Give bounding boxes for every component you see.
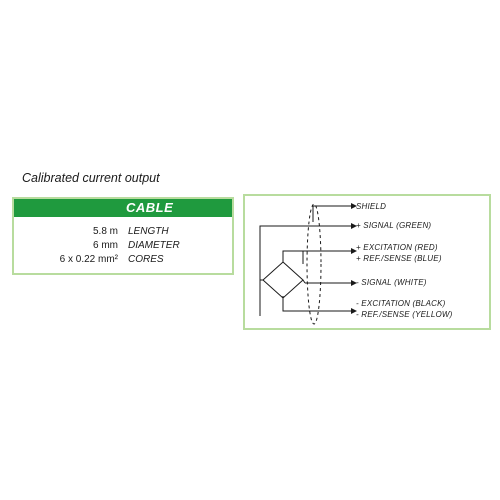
wiring-schematic xyxy=(259,203,357,325)
wire-label-excitation-plus: + EXCITATION (RED) xyxy=(356,243,438,252)
excitation-minus-wire xyxy=(282,296,351,312)
cable-label-diameter: DIAMETER xyxy=(128,240,180,251)
cable-label-length: LENGTH xyxy=(128,226,169,237)
cable-shield-ellipse xyxy=(306,203,322,325)
arrow-icon xyxy=(351,203,357,209)
cable-header-label: CABLE xyxy=(126,200,174,215)
wire-label-excitation-minus: - EXCITATION (BLACK) xyxy=(356,299,446,308)
cable-labels: LENGTH DIAMETER CORES xyxy=(128,225,180,267)
wire-label-ref-sense-minus: - REF./SENSE (YELLOW) xyxy=(356,310,453,319)
arrow-icon xyxy=(351,223,357,229)
signal-plus-wire xyxy=(259,225,351,316)
arrow-icon xyxy=(351,280,357,286)
wire-label-signal-minus: - SIGNAL (WHITE) xyxy=(356,278,427,287)
wire-label-shield: SHIELD xyxy=(356,202,387,211)
wire-label-signal-plus: + SIGNAL (GREEN) xyxy=(356,221,432,230)
bridge-circuit xyxy=(262,261,304,299)
cable-label-cores: CORES xyxy=(128,254,164,265)
arrow-icon xyxy=(351,248,357,254)
excitation-plus-wire xyxy=(282,250,351,262)
cable-spec-table: CABLE 5.8 m 6 mm 6 x 0.22 mm² LENGTH DIA… xyxy=(12,197,234,275)
shield-wire xyxy=(312,205,351,222)
cable-values: 5.8 m 6 mm 6 x 0.22 mm² xyxy=(18,225,118,267)
section-caption: Calibrated current output xyxy=(22,171,160,185)
wiring-diagram: SHIELD + SIGNAL (GREEN) + EXCITATION (RE… xyxy=(243,194,491,330)
cable-value-length: 5.8 m xyxy=(92,226,118,237)
arrow-icon xyxy=(351,308,357,314)
wire-label-ref-sense-plus: + REF./SENSE (BLUE) xyxy=(356,254,442,263)
cable-value-diameter: 6 mm xyxy=(93,240,118,251)
cable-value-cores: 6 x 0.22 mm² xyxy=(59,254,118,265)
cable-header: CABLE xyxy=(14,199,232,217)
